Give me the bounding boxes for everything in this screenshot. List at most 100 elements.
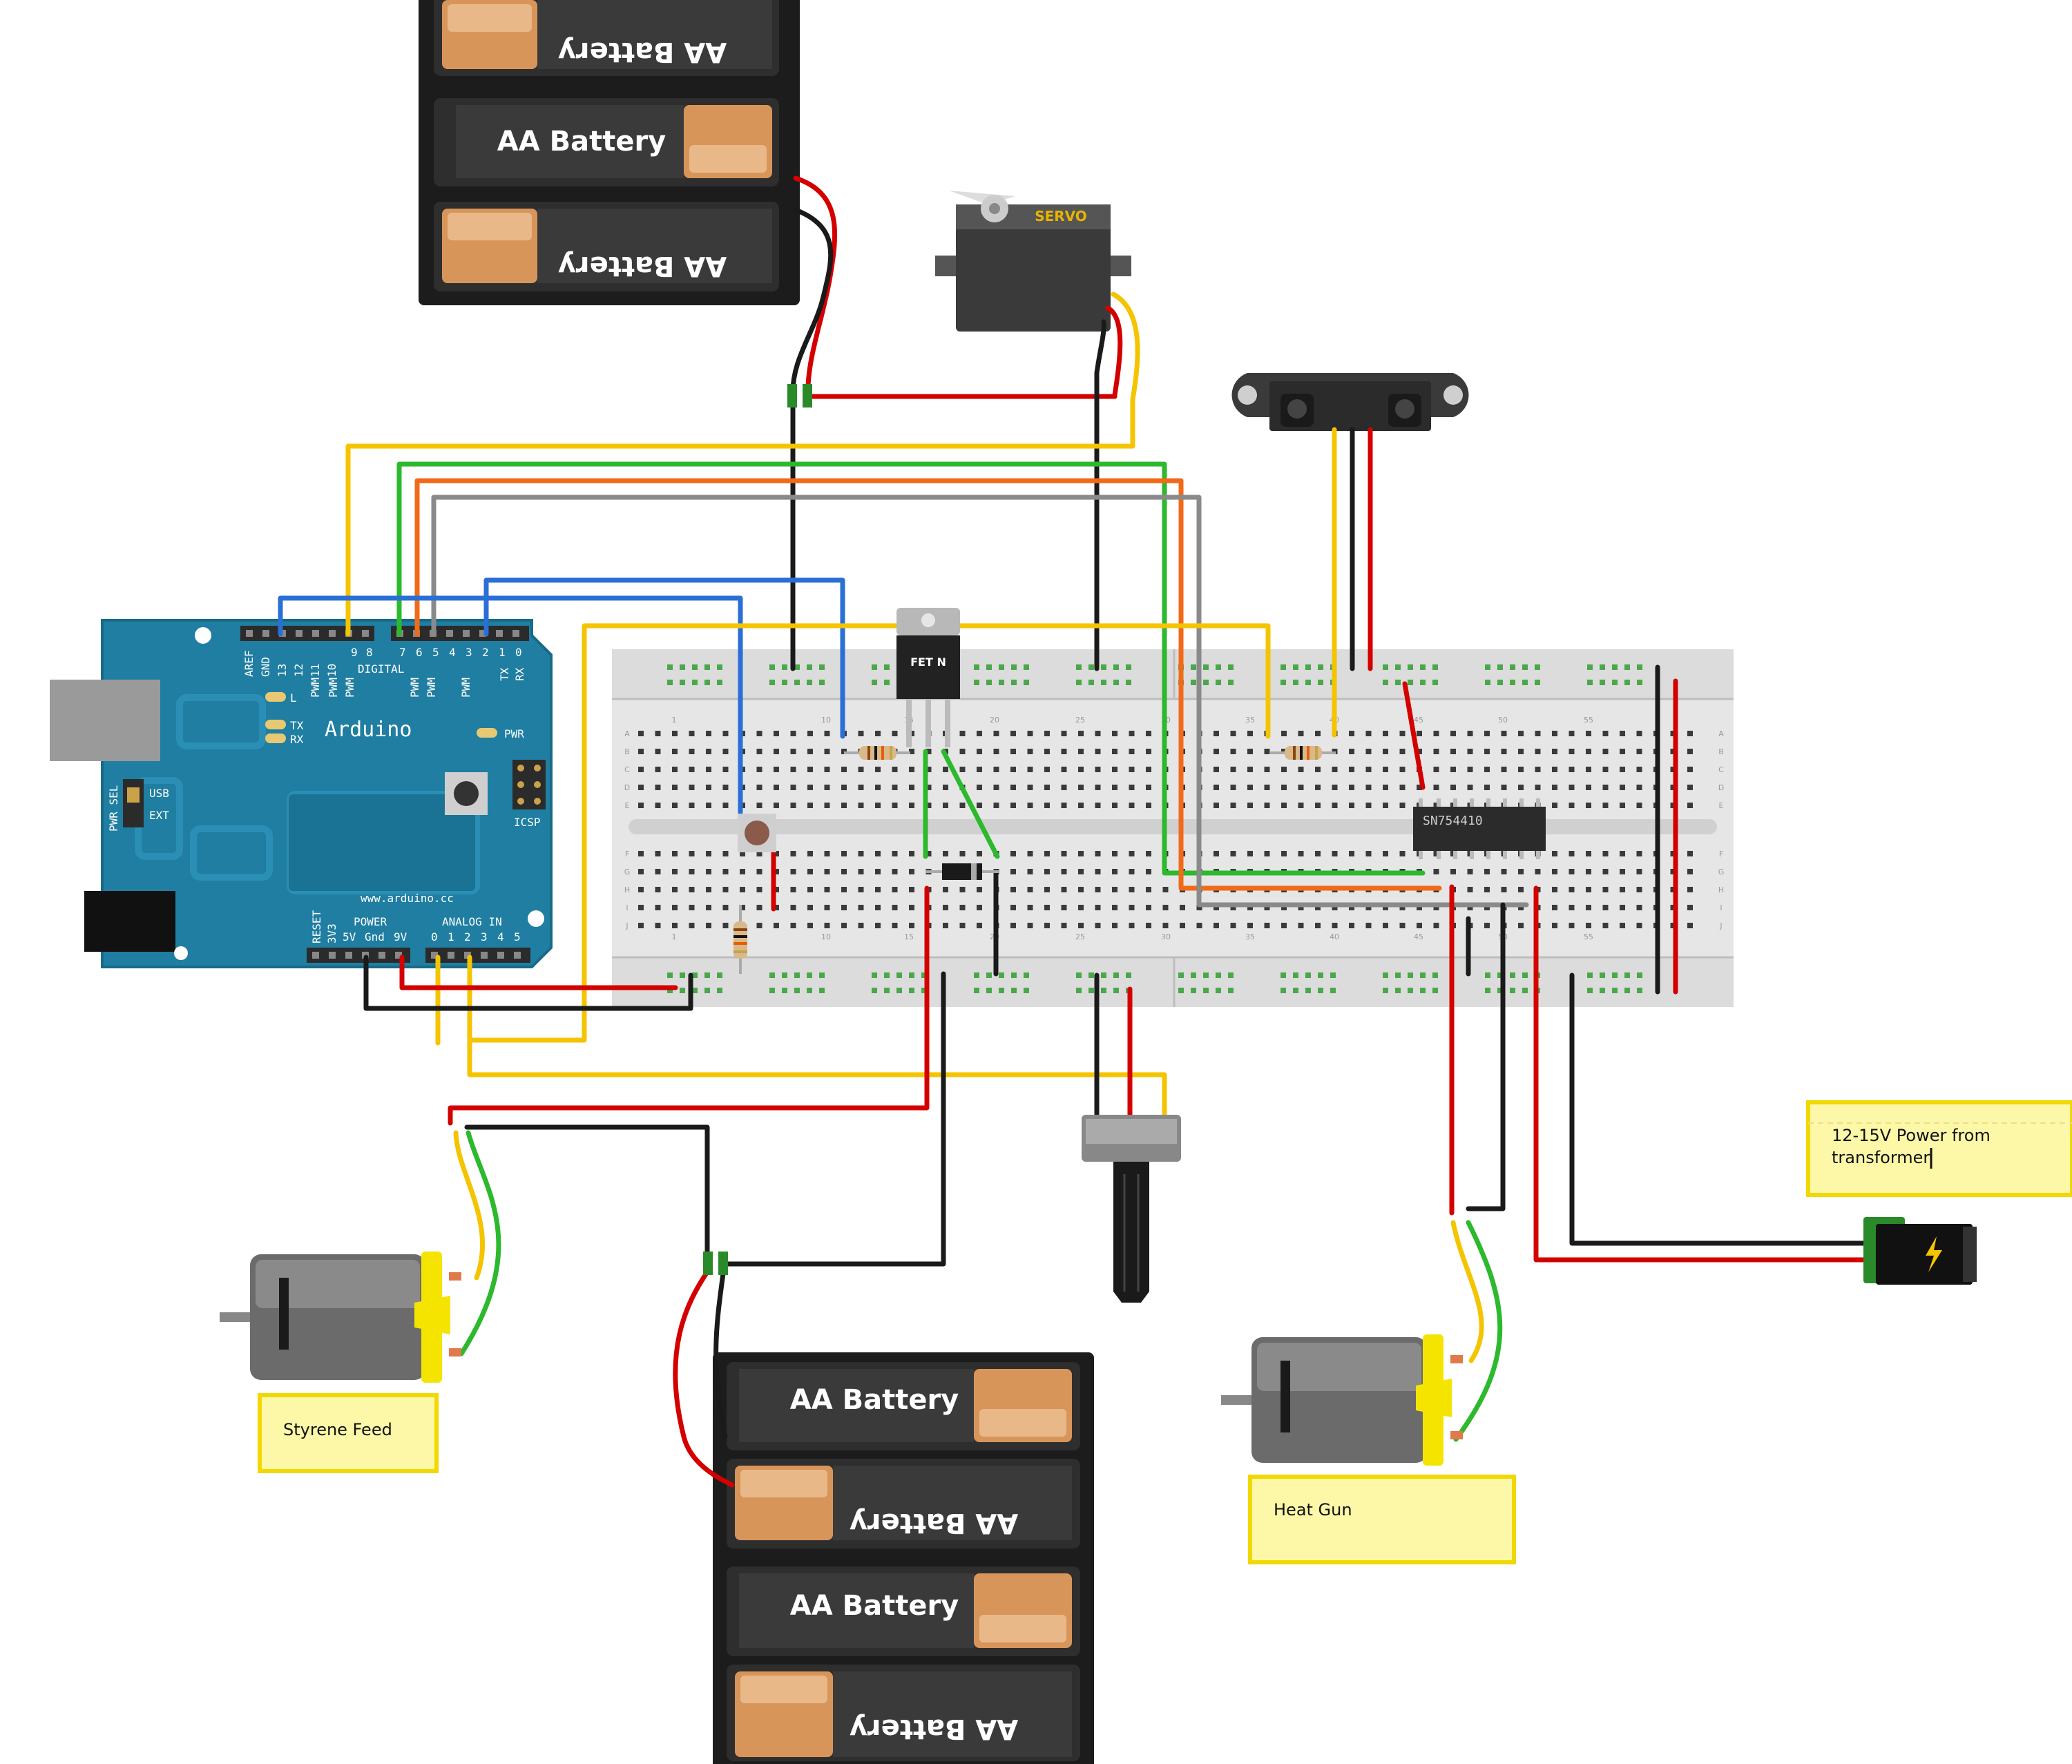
note-text: 12-15V Power from	[1832, 1126, 1991, 1145]
wires	[278, 175, 1868, 1488]
pin-label-3: 3	[466, 646, 472, 659]
dc-power-jack	[1863, 1217, 1977, 1285]
svg-text:E: E	[1719, 801, 1724, 810]
icsp-header	[512, 760, 546, 809]
resistor	[1269, 746, 1336, 760]
wire-black	[464, 1124, 710, 1264]
svg-text:35: 35	[1245, 932, 1255, 941]
analog-pin-5: 5	[514, 930, 521, 943]
pin-label-4: 4	[449, 646, 456, 659]
svg-text:55: 55	[1584, 932, 1593, 941]
potentiometer[interactable]	[1082, 1115, 1181, 1303]
power-pin-5v: 5V	[343, 930, 356, 943]
battery-top-1: AA Battery	[434, 0, 779, 76]
usb-port	[50, 680, 160, 761]
svg-text:40: 40	[1330, 932, 1339, 941]
dc-motor-heat-gun	[1221, 1334, 1463, 1466]
pwm-label: PWM	[425, 678, 438, 698]
svg-text:D: D	[624, 783, 630, 792]
wire-connectors	[703, 384, 812, 1275]
wire-black	[725, 971, 946, 1267]
wire-yellow	[467, 623, 1271, 1043]
svg-text:G: G	[1718, 867, 1725, 876]
led-l-label: L	[290, 691, 297, 704]
svg-text:10: 10	[821, 932, 831, 941]
analog-label: ANALOG IN	[442, 915, 502, 928]
led-rx-label: RX	[290, 733, 304, 746]
svg-text:50: 50	[1498, 716, 1508, 725]
pin-label-5: 5	[432, 646, 439, 659]
svg-text:D: D	[1718, 783, 1724, 792]
svg-text:H: H	[1718, 885, 1724, 894]
svg-text:A: A	[624, 729, 630, 738]
svg-text:55: 55	[1584, 716, 1593, 725]
svg-text:10: 10	[821, 716, 831, 725]
fet-label: FET N	[910, 655, 946, 669]
battery-top-3: AA Battery	[434, 202, 779, 291]
svg-text:B: B	[624, 747, 630, 756]
wire-red	[1105, 305, 1123, 398]
battery-label: AA Battery	[790, 1590, 959, 1622]
svg-text:C: C	[1718, 765, 1724, 774]
analog-pin-4: 4	[497, 930, 504, 943]
note-power-supply: 12-15V Power from transformer	[1806, 1100, 2072, 1197]
power-jack	[84, 891, 175, 952]
wire-blue	[483, 577, 845, 739]
pin-label-7: 7	[399, 646, 406, 659]
pwm-label: PWM	[309, 678, 322, 698]
svg-text:F: F	[1719, 850, 1723, 859]
svg-text:E: E	[625, 801, 630, 810]
svg-text:45: 45	[1414, 932, 1423, 941]
wire-yellow	[467, 1037, 1167, 1118]
svg-text:J: J	[625, 921, 628, 930]
svg-text:B: B	[1718, 747, 1724, 756]
wire-black	[790, 207, 834, 398]
reset-button[interactable]	[445, 772, 488, 815]
reset-label: RESET	[310, 910, 323, 943]
analog-pin-3: 3	[481, 930, 488, 943]
wire-black	[713, 1265, 728, 1439]
wire-black	[1094, 319, 1106, 376]
svg-text:H: H	[624, 885, 630, 894]
wire-yellow	[345, 396, 1135, 637]
wire-red	[673, 1265, 735, 1488]
url-label: www.arduino.cc	[361, 892, 454, 905]
svg-text:F: F	[625, 850, 629, 859]
digital-header-right	[391, 626, 529, 641]
analog-pin-0: 0	[431, 930, 438, 943]
wire-yellow	[1450, 1220, 1484, 1363]
analog-pin-1: 1	[448, 930, 454, 943]
wire-yellow	[1111, 291, 1140, 402]
power-select-jumper[interactable]	[123, 779, 144, 827]
digital-header-left	[240, 626, 374, 641]
battery-label: AA Battery	[497, 126, 666, 157]
breadboard: A B C D E F G H I J A B C D E F G H I J …	[612, 649, 1734, 1007]
wire-yellow	[453, 1130, 486, 1281]
pin-label-11: 11	[309, 664, 322, 677]
svg-text:15: 15	[904, 932, 914, 941]
wire-gray	[431, 495, 1529, 908]
icsp-label: ICSP	[514, 816, 541, 829]
pin-label-2: 2	[482, 646, 489, 659]
wire-red	[448, 885, 930, 1126]
pwm-label: PWM	[459, 678, 472, 698]
pwm-label: PWM	[408, 678, 421, 698]
wire-red	[1402, 681, 1426, 790]
arduino-board: AREF GND 13 12 11 10 9 8 7 6 5 4 3 2 1 0…	[50, 619, 553, 968]
svg-text:20: 20	[990, 716, 999, 725]
note-text: Heat Gun	[1274, 1500, 1352, 1519]
pin-label-0: 0	[515, 646, 522, 659]
wire-black	[1569, 972, 1868, 1246]
pushbutton[interactable]	[738, 814, 776, 852]
svg-text:G: G	[624, 867, 631, 876]
lightning-icon	[1926, 1236, 1942, 1272]
note-text: Styrene Feed	[283, 1420, 392, 1439]
resistor	[844, 746, 910, 760]
pwr-label: PWR	[504, 727, 524, 740]
svg-text:I: I	[1720, 903, 1722, 912]
pwr-sel-label: PWR SEL	[107, 785, 120, 832]
analog-pin-2: 2	[464, 930, 471, 943]
pin-label-gnd: GND	[259, 657, 272, 677]
svg-text:A: A	[1718, 729, 1724, 738]
